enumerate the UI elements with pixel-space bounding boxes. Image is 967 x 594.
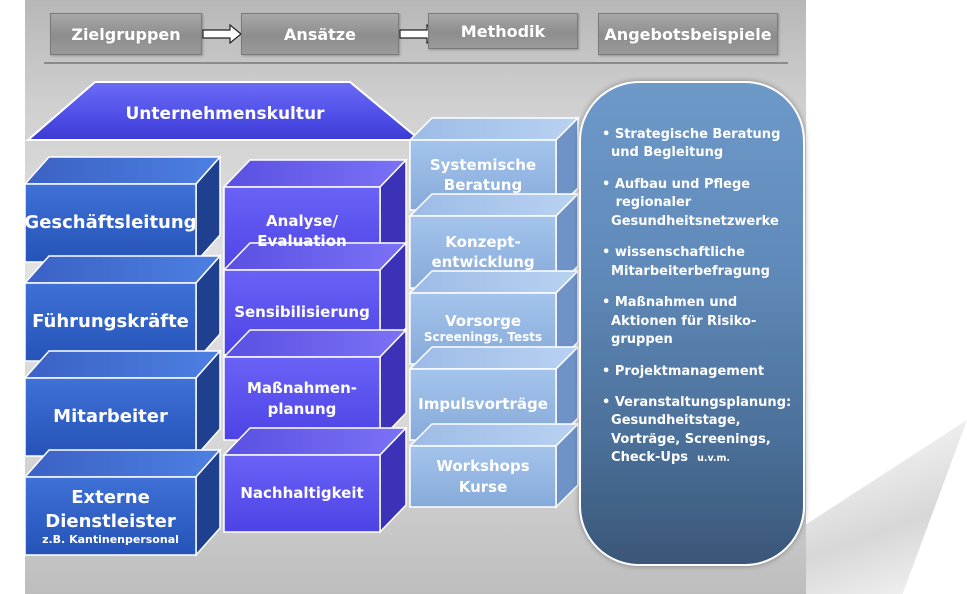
label-massnahmen-line1: Maßnahmen- xyxy=(246,379,358,398)
tab-zielgruppen: Zielgruppen xyxy=(50,13,202,55)
cube-mitarbeiter xyxy=(23,349,222,458)
angebot-veranstaltung-text: • Veranstaltungsplanung: Gesundheitstage… xyxy=(602,394,792,466)
cube-geschaeftsleitung xyxy=(23,155,222,264)
cube-massnahmenplanung xyxy=(222,328,408,442)
label-externe-sub: z.B. Kantinenpersonal xyxy=(42,533,179,547)
tab-angebotsbeispiele-label: Angebotsbeispiele xyxy=(604,24,772,44)
label-externe-line1: Externe xyxy=(71,487,150,509)
label-sensibilisierung-line1: Sensibilisierung xyxy=(234,303,370,322)
tab-zielgruppen-label: Zielgruppen xyxy=(71,24,181,44)
label-nachhaltigkeit-line1: Nachhaltigkeit xyxy=(240,484,364,503)
label-fuehrungskraefte: Führungskräfte xyxy=(32,310,189,332)
label-konzept-line2: entwicklung xyxy=(431,253,535,271)
cube-nachhaltigkeit xyxy=(222,426,408,534)
label-systemische-beratung: Systemische Beratung xyxy=(410,140,556,210)
label-workshops: Workshops Kurse xyxy=(410,446,556,507)
label-impulsvortraege: Impulsvorträge xyxy=(410,369,556,440)
header-label: Unternehmenskultur xyxy=(125,104,325,124)
label-vorsorge-line1: Vorsorge xyxy=(444,311,522,330)
angebot-item-veranstaltung: • Veranstaltungsplanung: Gesundheitstage… xyxy=(602,394,797,468)
label-analyse-line2: Evaluation xyxy=(257,232,347,250)
label-konzept-line1: Konzept- xyxy=(445,232,521,251)
label-geschaeftsleitung: Geschäftsleitung xyxy=(24,211,197,233)
label-analyse-line1: Analyse/ xyxy=(266,211,338,230)
tab-methodik-label: Methodik xyxy=(460,21,546,41)
label-externe-line2: Dienstleister xyxy=(45,510,176,532)
angebot-item: • wissenschaftliche Mitarbeiterbefragung xyxy=(602,245,770,279)
label-analyse: Analyse/ Evaluation xyxy=(224,187,380,275)
label-systemische-line2: Beratung xyxy=(443,176,523,194)
label-mitarbeiter: Mitarbeiter xyxy=(53,405,168,427)
arrow-right-icon xyxy=(202,24,242,44)
header-divider xyxy=(44,62,788,64)
tab-methodik: Methodik xyxy=(428,13,578,49)
label-massnahmenplanung: Maßnahmen- planung xyxy=(224,357,380,440)
label-workshops-line1: Workshops xyxy=(436,457,530,476)
label-externe-dienstleister: Externe Dienstleister z.B. Kantinenperso… xyxy=(25,479,196,555)
label-sensibilisierung: Sensibilisierung xyxy=(224,270,380,355)
label-impuls-line1: Impulsvorträge xyxy=(418,395,548,414)
angebot-suffix: u.v.m. xyxy=(697,453,730,465)
angebot-item: • Strategische Beratung und Begleitung xyxy=(602,127,781,161)
label-systemische-line1: Systemische xyxy=(429,155,537,174)
angebot-item: • Projektmanagement xyxy=(602,363,765,379)
angebote-panel xyxy=(579,81,805,566)
angebot-item: • Maßnahmen und Aktionen für Risiko- gru… xyxy=(602,295,757,348)
cube-externe-dienstleister xyxy=(23,448,222,557)
tab-ansaetze: Ansätze xyxy=(241,13,399,55)
label-massnahmen-line2: planung xyxy=(267,399,337,418)
angebot-item: • Aufbau und Pflege regionaler Gesundhei… xyxy=(602,176,779,229)
label-nachhaltigkeit: Nachhaltigkeit xyxy=(224,455,380,532)
tab-ansaetze-label: Ansätze xyxy=(284,24,356,44)
label-konzeptentwicklung: Konzept- entwicklung xyxy=(410,216,556,288)
tab-angebotsbeispiele: Angebotsbeispiele xyxy=(598,13,778,55)
label-workshops-line2: Kurse xyxy=(458,477,508,496)
cube-workshops xyxy=(408,422,580,509)
cube-fuehrungskraefte xyxy=(23,254,222,363)
label-vorsorge: Vorsorge Screenings, Tests xyxy=(410,293,556,364)
label-vorsorge-line2: Screenings, Tests xyxy=(423,330,543,345)
angebote-list: • Strategische Beratung und Begleitung •… xyxy=(602,126,797,481)
